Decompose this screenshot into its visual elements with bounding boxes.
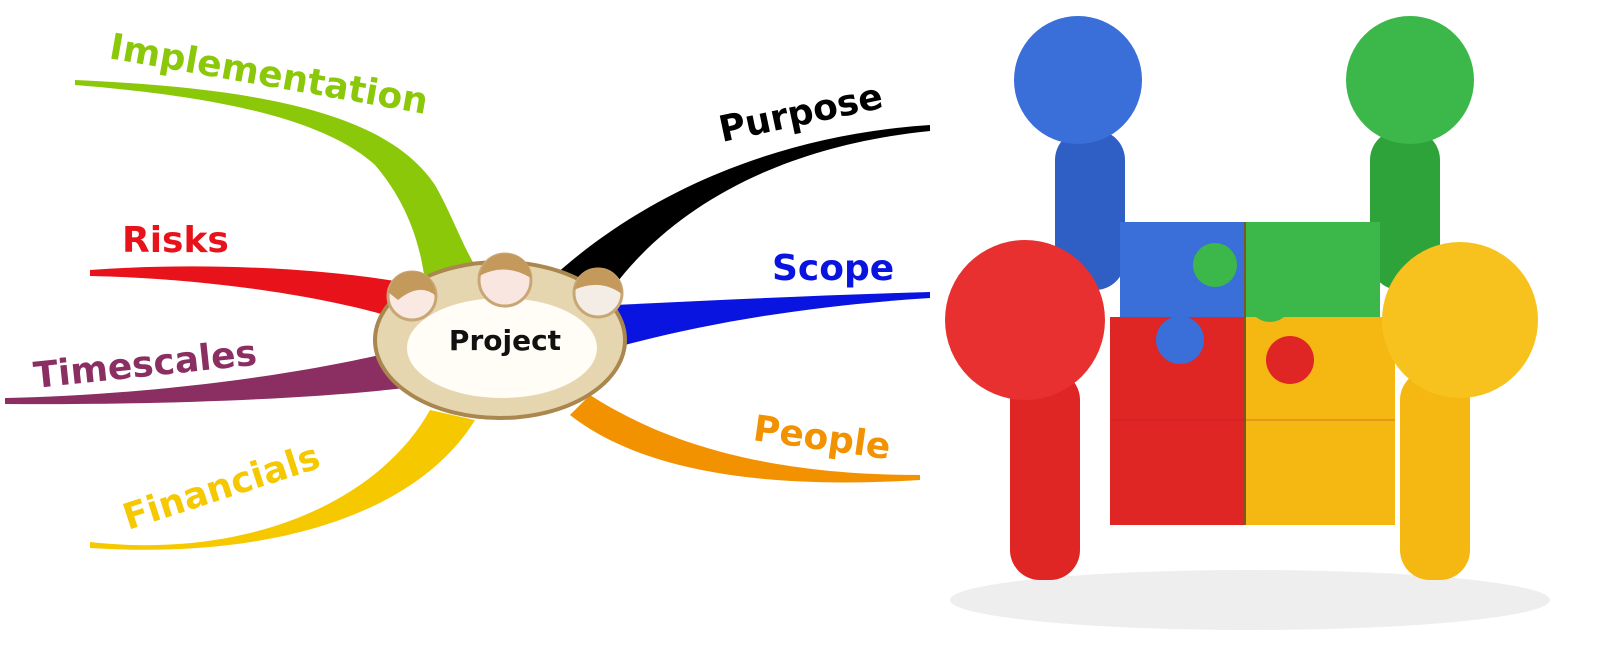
puzzle-teamwork-illustration [945, 16, 1550, 630]
branch-implementation [75, 80, 485, 282]
branch-people [570, 395, 920, 483]
person-head-icon [386, 270, 438, 322]
branch-risks [90, 266, 400, 318]
yellow-figure [1382, 242, 1538, 580]
branch-purpose [555, 125, 930, 285]
center-node: Project [373, 252, 627, 420]
label-scope: Scope [772, 248, 894, 289]
person-head-icon [477, 252, 533, 308]
branch-timescales [5, 350, 405, 405]
puzzle-cube [1110, 222, 1395, 525]
label-risks: Risks [122, 220, 229, 261]
label-people: People [751, 408, 893, 468]
mind-map: Project Implementation Risks Timescales … [5, 26, 930, 550]
green-figure [1346, 16, 1474, 290]
branch-scope [615, 292, 930, 345]
blue-figure [1014, 16, 1142, 290]
person-head-icon [572, 267, 624, 319]
center-label: Project [449, 324, 561, 357]
red-figure [945, 240, 1105, 580]
branch-financials [90, 410, 475, 550]
